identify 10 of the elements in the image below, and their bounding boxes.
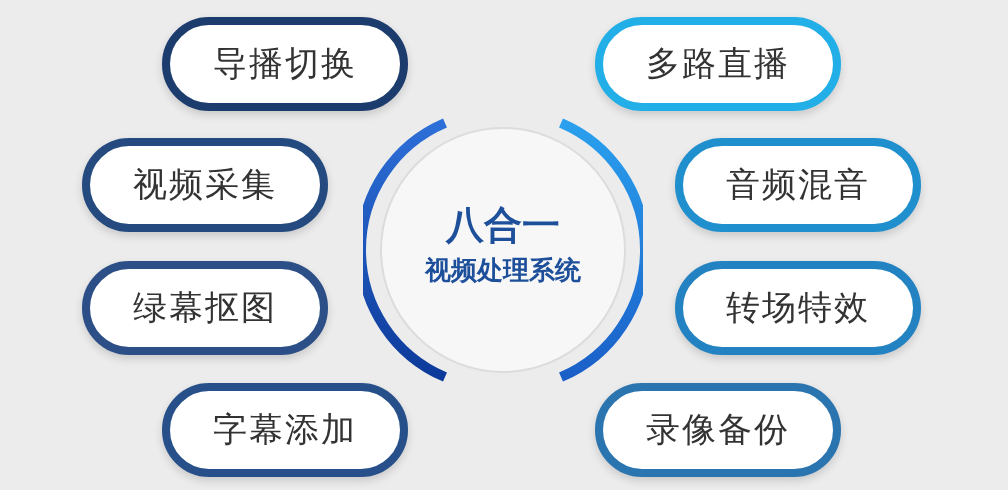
feature-pill: 多路直播 — [595, 17, 841, 111]
feature-pill: 音频混音 — [675, 138, 921, 232]
feature-pill: 绿幕抠图 — [82, 261, 328, 355]
feature-pill: 字幕添加 — [162, 383, 408, 477]
feature-pill: 转场特效 — [675, 261, 921, 355]
title-text: 八合一 — [444, 202, 561, 249]
feature-pill: 录像备份 — [595, 383, 841, 477]
subtitle-text: 视频处理系统 — [423, 254, 582, 287]
feature-pill: 视频采集 — [82, 138, 328, 232]
feature-pill: 导播切换 — [162, 17, 408, 111]
